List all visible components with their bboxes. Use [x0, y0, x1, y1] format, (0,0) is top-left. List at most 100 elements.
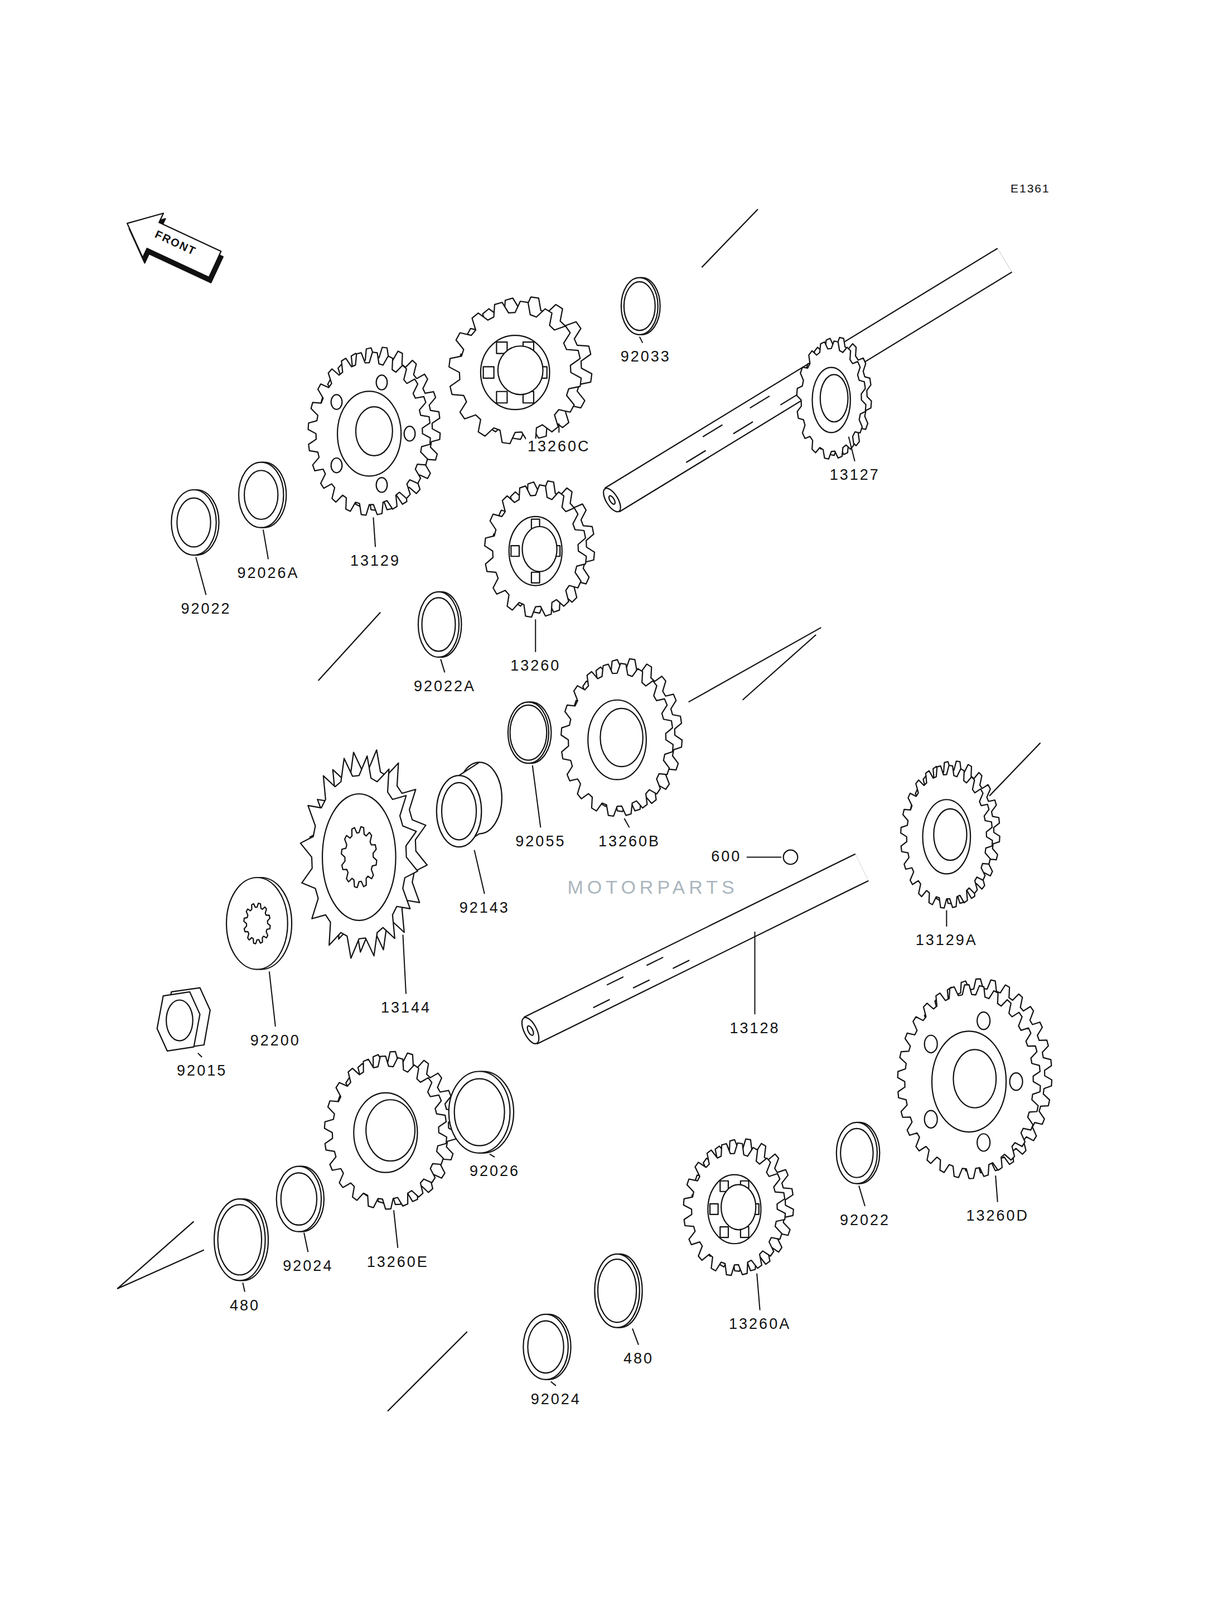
gear-bore: [953, 1049, 997, 1108]
callout-number: 92022A: [412, 678, 478, 695]
washer: [448, 1071, 514, 1153]
gear: [308, 346, 441, 515]
main-shaft-end: [600, 485, 625, 515]
gear-hub: [931, 1030, 1007, 1132]
dog: [531, 572, 540, 583]
gear: [683, 1138, 794, 1275]
gear: [900, 760, 1000, 908]
leader-line: [373, 516, 376, 547]
leader-line: [393, 1209, 398, 1248]
spline-rib: [632, 979, 650, 988]
gear-face: [300, 755, 418, 958]
lock-washer-spline: [243, 902, 270, 944]
leader-line: [402, 934, 406, 994]
washer-hole: [840, 1128, 874, 1178]
spline-rib: [750, 395, 770, 408]
leader-line: [197, 1052, 202, 1057]
direction-label: FRONT: [151, 226, 200, 259]
drive-shaft: [518, 867, 863, 1047]
leader-line: [440, 659, 445, 673]
callout-number: 13260C: [525, 438, 593, 456]
spline-rib: [672, 959, 690, 969]
gear-hub: [587, 699, 647, 780]
gear-hole: [331, 457, 343, 473]
leader-line: [624, 818, 630, 828]
leader-line: [756, 1273, 760, 1310]
gear-bore: [933, 808, 967, 860]
nut-face: [157, 991, 201, 1051]
gear-hole: [376, 477, 388, 492]
callout-number: 600: [709, 848, 743, 866]
circlip: [214, 1198, 269, 1280]
bushing-side: [458, 761, 480, 776]
callout-number: 13260E: [365, 1253, 431, 1271]
callout-number: 13260: [508, 658, 563, 675]
washer: [276, 1166, 325, 1232]
washer: [836, 1122, 881, 1184]
steel-ball: [783, 849, 799, 865]
gear-hub: [707, 1174, 761, 1244]
washer-face: [418, 591, 459, 657]
leader-line: [303, 1232, 308, 1252]
washer: [523, 1313, 571, 1380]
callout-number: 13129: [348, 552, 403, 570]
main-shaft-body: [611, 259, 1005, 500]
gear-hole: [1009, 1072, 1023, 1090]
leader-line: [639, 336, 643, 343]
guide-line: [387, 1331, 468, 1411]
drive-shaft-end: [518, 1014, 543, 1046]
drive-shaft-center: [525, 1024, 535, 1036]
washer: [171, 489, 219, 555]
callout-number: 480: [621, 1350, 656, 1367]
spline-rib: [646, 956, 664, 966]
gear-bore: [365, 1099, 415, 1161]
callout-number: 92200: [248, 1032, 303, 1050]
guide-line: [117, 1249, 204, 1289]
gear-hub: [509, 516, 563, 586]
nut: [157, 987, 211, 1051]
main-shaft: [600, 259, 1005, 515]
leader-line: [858, 1185, 865, 1206]
callout-number: 92022: [838, 1211, 892, 1229]
callout-number: 92015: [175, 1062, 229, 1080]
lock-washer: [226, 877, 292, 970]
leader-line: [534, 619, 536, 652]
leader-line: [195, 557, 206, 596]
circlip-hole: [217, 1204, 262, 1275]
gear: [484, 480, 595, 617]
snap-ring-hole: [624, 281, 656, 331]
guide-line: [117, 1220, 194, 1289]
gear-hole: [977, 1133, 990, 1151]
lock-washer-face: [226, 877, 288, 970]
o-ring-hole: [510, 704, 548, 761]
leader-line: [242, 1282, 245, 1292]
gear-face: [796, 340, 867, 459]
callout-number: 13129A: [914, 932, 980, 950]
gear-hole: [977, 1011, 990, 1029]
leader-line: [269, 970, 276, 1027]
washer-hole: [421, 597, 456, 651]
spline-rib: [733, 421, 753, 434]
drive-shaft-body: [530, 867, 862, 1031]
front-arrow: [114, 201, 229, 293]
dog: [709, 1203, 719, 1215]
washer: [238, 462, 287, 528]
gear-hub: [353, 1092, 418, 1173]
dog: [510, 545, 520, 557]
gear-hole: [404, 426, 416, 441]
callout-number: 13260A: [727, 1315, 793, 1333]
washer-hole: [527, 1320, 564, 1374]
washer: [418, 591, 462, 657]
gear-face: [448, 301, 582, 444]
leader-line: [848, 436, 855, 462]
callout-number: 92024: [529, 1391, 583, 1409]
gear-hub: [811, 367, 850, 433]
callout-number: 92024: [281, 1257, 335, 1275]
washer-hole: [244, 470, 278, 520]
guide-line: [742, 634, 817, 700]
arrow-body: [116, 201, 226, 287]
gear-hole: [924, 1035, 938, 1053]
dog: [719, 1226, 729, 1237]
gear-hole: [331, 394, 343, 409]
gear: [324, 1051, 457, 1210]
